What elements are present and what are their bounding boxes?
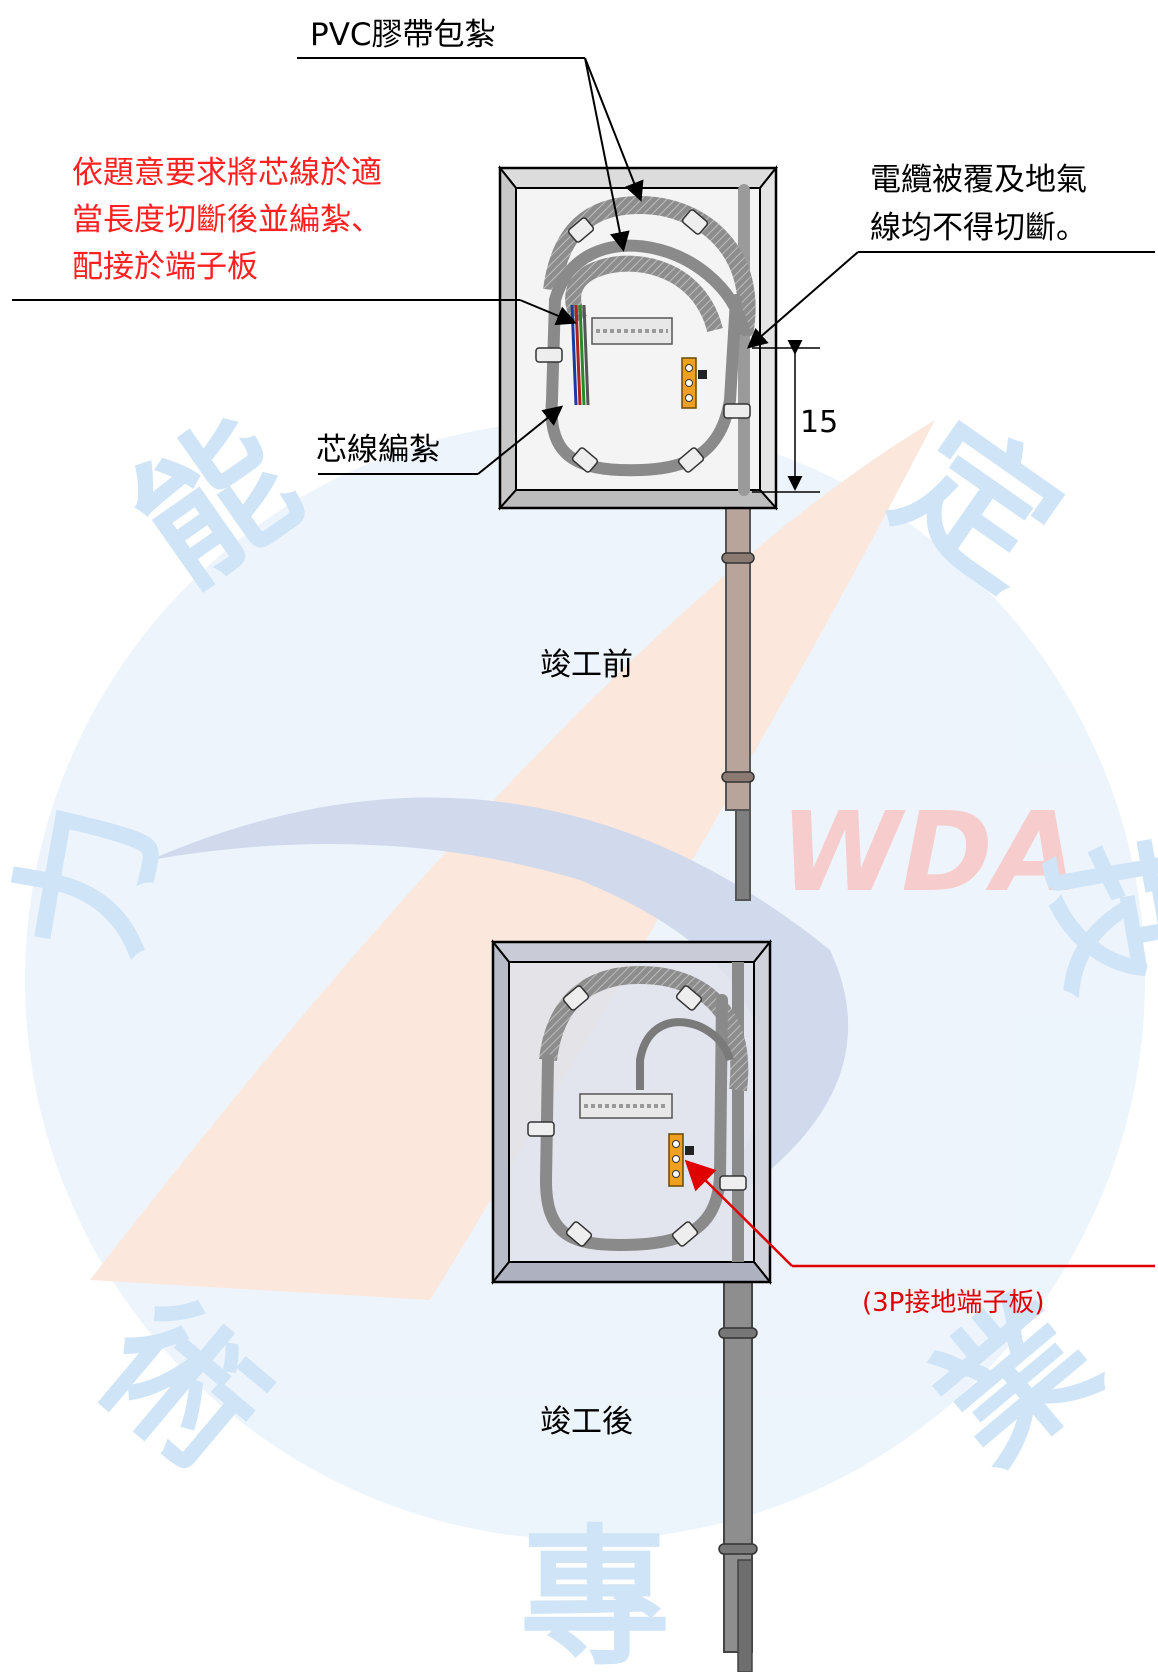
box-before	[497, 165, 779, 901]
watermark-char: 力	[0, 791, 188, 969]
after-label: 竣工後	[540, 1404, 633, 1440]
cable-tail	[735, 809, 751, 901]
instruction-line-2: 當長度切斷後並編紮、	[72, 202, 382, 238]
conduit-clamp	[718, 1327, 758, 1339]
watermark-logo-text: WDA	[780, 788, 1078, 916]
conduit-clamp	[721, 552, 755, 564]
leader-lines	[12, 57, 1155, 475]
dimension-label: 15	[800, 405, 838, 440]
conduit-clamp	[718, 1543, 758, 1555]
conduit	[725, 497, 751, 811]
watermark-char: 技	[1019, 827, 1158, 1005]
watermark-char: 專	[520, 1512, 670, 1672]
cable-tail	[737, 1559, 753, 1672]
pvc-tape-label: PVC膠帶包紮	[310, 17, 496, 53]
core-bundle-label: 芯線編紮	[316, 432, 440, 468]
before-label: 竣工前	[540, 647, 633, 683]
instruction-line-3: 配接於端子板	[72, 249, 258, 285]
dimension-15: 15	[752, 340, 838, 493]
conduit-clamp	[721, 771, 755, 783]
ground-terminal-leader	[684, 1159, 1155, 1268]
no-cut-line-1: 電纜被覆及地氣	[870, 162, 1087, 198]
instruction-line-1: 依題意要求將芯線於適	[72, 155, 382, 191]
box-after	[490, 939, 773, 1672]
no-cut-line-2: 線均不得切斷。	[870, 210, 1087, 246]
ground-terminal-label: (3P接地端子板)	[862, 1288, 1045, 1318]
